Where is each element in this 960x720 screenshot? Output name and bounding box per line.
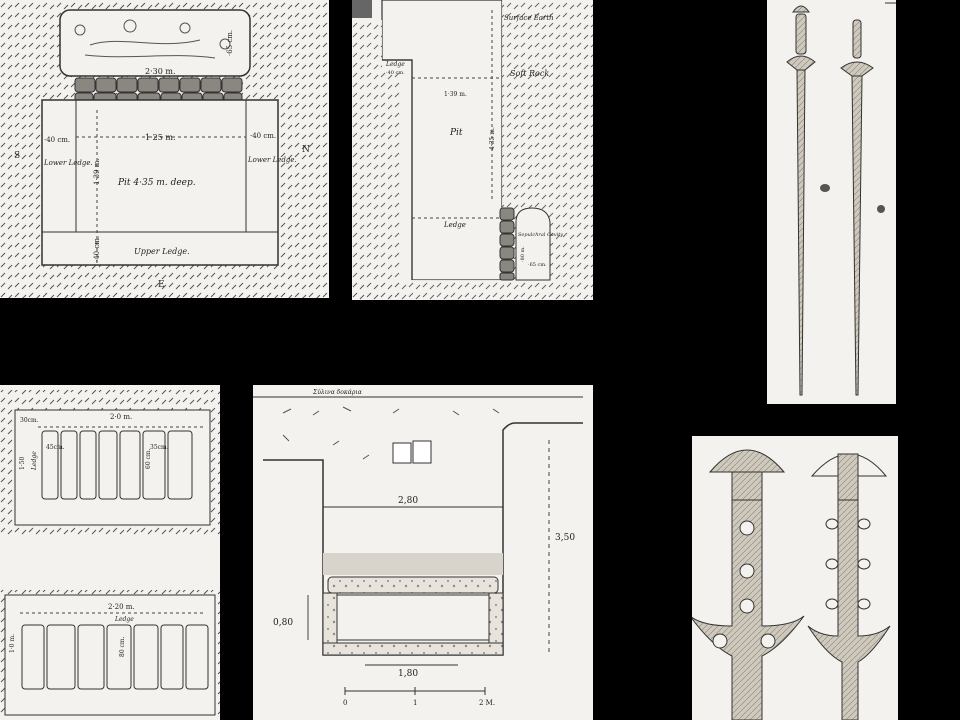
lower-ledge-right-label: Lower Ledge. xyxy=(247,156,297,164)
upper-ledge-label: Upper Ledge. xyxy=(134,247,190,256)
hilt-left-icon xyxy=(692,449,805,720)
soft-rock-label: Soft Rock xyxy=(510,69,549,78)
stone-wall xyxy=(499,207,515,281)
tomb-section-svg: Surface Earth Ledge ·40 cm. Soft Rock 1·… xyxy=(352,0,593,300)
sword-left-icon xyxy=(786,5,816,396)
sword-hilts-svg xyxy=(692,436,898,720)
scale-0-label: 0 xyxy=(343,699,347,707)
bottom-width-label: 2·20 m. xyxy=(108,603,135,611)
sepulchral-cavity-label: Sepulchral Cavity xyxy=(518,232,563,238)
cavity-width-label: ·65 cm. xyxy=(528,262,547,268)
bottom-stone-label: 80 cm. xyxy=(119,636,126,657)
chamber-width-label: 1,80 xyxy=(398,669,418,679)
top-width-label: 2·0 m. xyxy=(110,413,132,421)
direction-south: S xyxy=(14,151,20,161)
tomb-plan-drawing: 2·30 m. ·65 cm. 1·25 m. ·40 cm. ·40 cm. … xyxy=(0,0,329,298)
pit-depth-side-label: 1·39 m. xyxy=(93,158,101,185)
width-label: 2,80 xyxy=(398,496,418,506)
depth-label: 3,50 xyxy=(555,533,575,543)
pit-width-label: 1·25 m. xyxy=(145,133,175,142)
pit-label: Pit xyxy=(449,128,463,138)
stone-slabs-top xyxy=(41,430,193,500)
shaft-grave-svg: Σύλινα δοκάρια 2,80 3,50 0,80 1,80 0 1 2… xyxy=(253,385,593,720)
lower-ledge-left-label: Lower Ledge. xyxy=(43,159,93,167)
surface-earth-label: Surface Earth xyxy=(504,14,554,22)
top-ledge-label: Ledge xyxy=(385,61,405,68)
stone-slabs-bottom xyxy=(21,624,209,690)
scale-2-label: 2 M. xyxy=(479,699,495,707)
side-height-label: 1·50 xyxy=(19,456,26,470)
cavity-height-label: ·80 m. xyxy=(520,246,526,262)
sword-right-icon xyxy=(840,19,874,396)
pit-depth-label: 4·35 m. xyxy=(489,127,496,150)
swords-svg xyxy=(767,0,896,404)
upper-ledge-height-label: ·40 cm. xyxy=(93,236,101,262)
pit-width-label: 1·39 m. xyxy=(444,91,467,98)
tomb-section-drawing: Surface Earth Ledge ·40 cm. Soft Rock 1·… xyxy=(352,0,593,300)
stone-width-1: 45cm. xyxy=(46,444,65,451)
hilt-right-icon xyxy=(807,453,891,720)
left-ledge-width-label: ·40 cm. xyxy=(44,136,70,144)
top-ledge-width-label: ·40 cm. xyxy=(386,70,405,76)
header-label: Σύλινα δοκάρια xyxy=(312,389,362,396)
ledge-label: Ledge xyxy=(443,221,466,229)
sword-hilts-drawing xyxy=(692,436,898,720)
bottom-side-label: 1·0 m. xyxy=(9,634,16,653)
bottom-ledge-label: Ledge xyxy=(114,616,134,623)
stone-width-3: 35cm. xyxy=(150,444,169,451)
direction-north: N xyxy=(302,145,310,155)
swords-drawing xyxy=(767,0,896,404)
scale-1-label: 1 xyxy=(413,699,417,707)
top-side-label: 30cm. xyxy=(20,417,39,424)
direction-east: E xyxy=(158,280,165,290)
pit-label: Pit 4·35 m. deep. xyxy=(117,178,196,188)
right-ledge-width-label: ·40 cm. xyxy=(250,132,276,140)
side-ledge-label: Ledge xyxy=(31,451,38,471)
tomb-plan-svg: 2·30 m. ·65 cm. 1·25 m. ·40 cm. ·40 cm. … xyxy=(0,0,329,298)
tomb-plans-svg: 2·0 m. 30cm. 1·50 Ledge 45cm. 60 cm. 35c… xyxy=(0,385,220,720)
shaft-grave-section-drawing: Σύλινα δοκάρια 2,80 3,50 0,80 1,80 0 1 2… xyxy=(253,385,593,720)
chamber-height-label: 0,80 xyxy=(273,618,293,628)
top-width-label: 2·30 m. xyxy=(145,67,175,76)
tomb-plans-drawing: 2·0 m. 30cm. 1·50 Ledge 45cm. 60 cm. 35c… xyxy=(0,385,220,720)
top-height-label: ·65 cm. xyxy=(226,30,234,56)
stone-width-2: 60 cm. xyxy=(145,448,152,469)
